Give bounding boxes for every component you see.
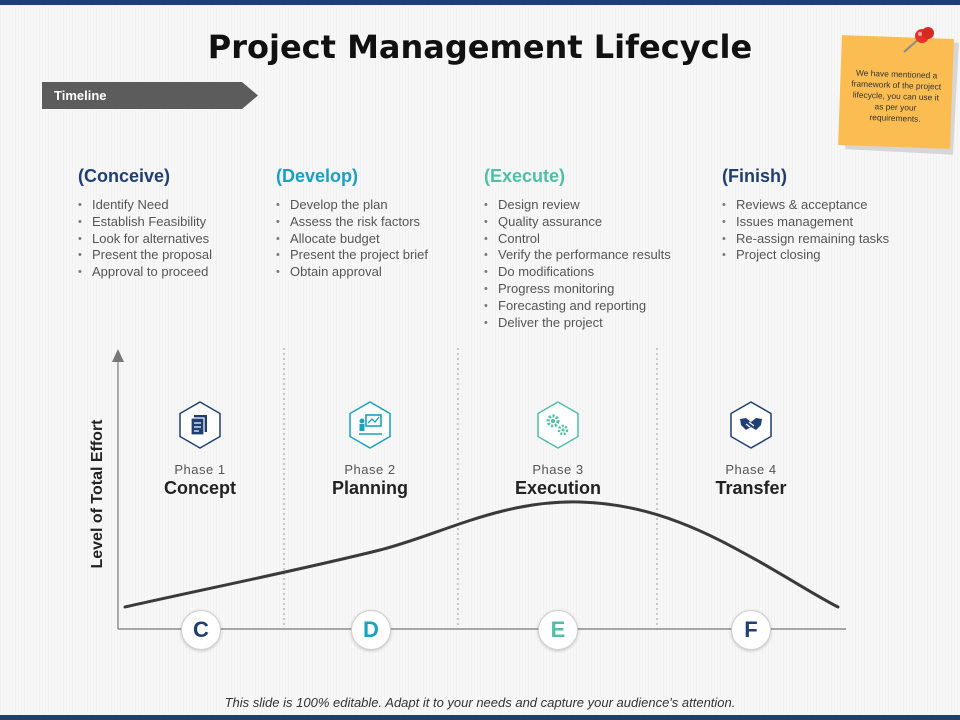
phase-transfer: Phase 4 Transfer	[661, 400, 841, 499]
phase-name: Execution	[514, 478, 602, 498]
phase-concept: Phase 1 Concept	[110, 400, 290, 499]
y-axis-arrow	[112, 349, 124, 362]
list-item: Allocate budget	[276, 231, 428, 248]
list-item: Reviews & acceptance	[722, 197, 889, 214]
bullet-list: Develop the plan Assess the risk factors…	[276, 197, 428, 281]
column-heading: (Conceive)	[78, 166, 171, 186]
list-item: Forecasting and reporting	[484, 298, 671, 315]
list-item: Look for alternatives	[78, 231, 212, 248]
phase-name: Planning	[332, 478, 408, 498]
letter-circle-c: C	[181, 610, 221, 650]
phase-name: Transfer	[715, 478, 787, 498]
list-item: Identify Need	[78, 197, 212, 214]
list-item: Project closing	[722, 247, 889, 264]
phase-label: Phase 4	[725, 462, 777, 477]
pushpin-icon	[903, 27, 934, 53]
list-item: Approval to proceed	[78, 264, 212, 281]
letter-circle-d: D	[351, 610, 391, 650]
phase-label: Phase 1	[174, 462, 226, 477]
presentation-icon	[349, 401, 391, 449]
column-develop: (Develop) Develop the plan Assess the ri…	[276, 166, 428, 281]
list-item: Deliver the project	[484, 315, 671, 332]
bullet-list: Design review Quality assurance Control …	[484, 197, 671, 331]
list-item: Obtain approval	[276, 264, 428, 281]
phase-label: Phase 3	[532, 462, 584, 477]
bullet-list: Reviews & acceptance Issues management R…	[722, 197, 889, 264]
column-heading: (Finish)	[722, 166, 787, 186]
letter-circle-e: E	[538, 610, 578, 650]
list-item: Control	[484, 231, 671, 248]
column-conceive: (Conceive) Identify Need Establish Feasi…	[78, 166, 212, 281]
list-item: Design review	[484, 197, 671, 214]
list-item: Quality assurance	[484, 214, 671, 231]
phase-execution: Phase 3 Execution	[468, 400, 648, 499]
letter-circle-f: F	[731, 610, 771, 650]
list-item: Develop the plan	[276, 197, 428, 214]
handshake-icon	[730, 401, 772, 449]
phase-planning: Phase 2 Planning	[280, 400, 460, 499]
column-execute: (Execute) Design review Quality assuranc…	[484, 166, 671, 331]
list-item: Verify the performance results	[484, 247, 671, 264]
page-title: Project Management Lifecycle	[207, 28, 753, 66]
phase-label: Phase 2	[344, 462, 396, 477]
top-accent-bar	[0, 0, 960, 5]
column-heading: (Execute)	[484, 166, 566, 186]
column-heading: (Develop)	[276, 166, 359, 186]
bullet-list: Identify Need Establish Feasibility Look…	[78, 197, 212, 281]
column-finish: (Finish) Reviews & acceptance Issues man…	[722, 166, 889, 264]
list-item: Progress monitoring	[484, 281, 671, 298]
footer-caption: This slide is 100% editable. Adapt it to…	[224, 695, 736, 710]
list-item: Do modifications	[484, 264, 671, 281]
list-item: Establish Feasibility	[78, 214, 212, 231]
phase-name: Concept	[164, 478, 236, 498]
bottom-accent-bar	[0, 715, 960, 720]
list-item: Present the project brief	[276, 247, 428, 264]
document-icon	[179, 401, 221, 449]
gears-icon	[537, 401, 579, 449]
effort-curve	[123, 500, 840, 609]
y-axis-label: Level of Total Effort	[89, 419, 106, 569]
list-item: Issues management	[722, 214, 889, 231]
list-item: Present the proposal	[78, 247, 212, 264]
list-item: Re-assign remaining tasks	[722, 231, 889, 248]
timeline-tag: Timeline	[42, 82, 258, 109]
list-item: Assess the risk factors	[276, 214, 428, 231]
